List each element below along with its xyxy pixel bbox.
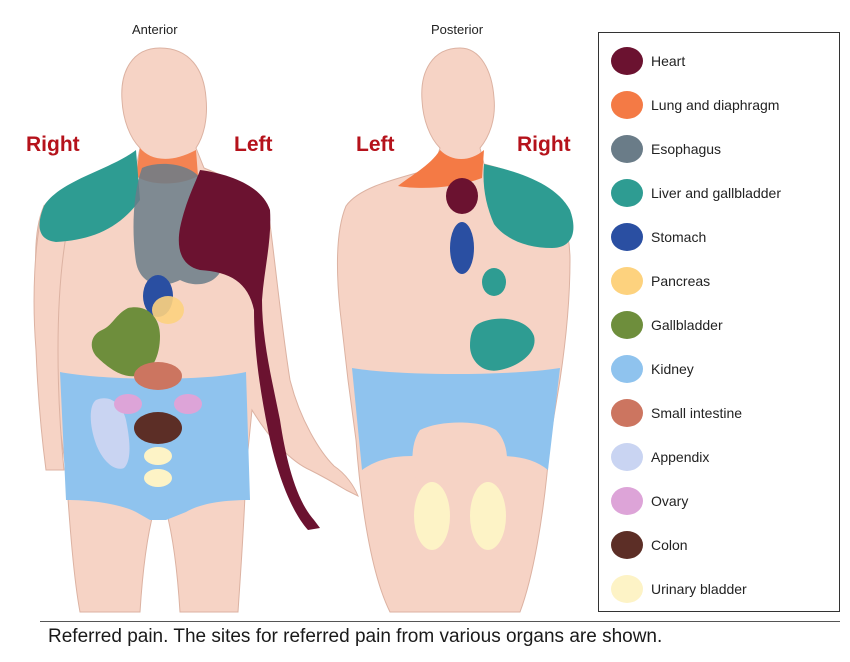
- legend-label: Colon: [651, 537, 688, 553]
- legend-swatch: [611, 91, 643, 119]
- anterior-left-label: Left: [234, 133, 273, 156]
- anterior-colon-area: [134, 412, 182, 444]
- legend-swatch: [611, 443, 643, 471]
- anterior-bladder-area-1: [144, 447, 172, 465]
- anterior-liver-gallbladder-area: [39, 150, 140, 242]
- legend-label: Pancreas: [651, 273, 711, 289]
- legend-item: Urinary bladder: [611, 572, 836, 606]
- legend-item: Gallbladder: [611, 308, 836, 342]
- legend-item: Esophagus: [611, 132, 836, 166]
- posterior-right-label: Right: [517, 133, 571, 156]
- legend-swatch: [611, 135, 643, 163]
- legend-label: Esophagus: [651, 141, 722, 157]
- posterior-garment: [352, 368, 560, 470]
- legend-item: Lung and diaphragm: [611, 88, 836, 122]
- legend-item: Appendix: [611, 440, 836, 474]
- anterior-gallbladder-area: [91, 307, 160, 377]
- anterior-bladder-area-2: [144, 469, 172, 487]
- legend-swatch: [611, 531, 643, 559]
- legend-label: Appendix: [651, 449, 710, 465]
- legend-item: Pancreas: [611, 264, 836, 298]
- legend-swatch: [611, 267, 643, 295]
- anterior-appendix-area: [90, 398, 130, 469]
- legend-swatch: [611, 355, 643, 383]
- anterior-small-intestine-area: [134, 362, 182, 390]
- posterior-left-label: Left: [356, 133, 395, 156]
- legend-label: Stomach: [651, 229, 707, 245]
- anterior-heart-area: [178, 170, 320, 530]
- legend-item: Heart: [611, 44, 836, 78]
- posterior-bladder-area-left: [414, 482, 450, 550]
- posterior-stomach-area: [450, 222, 474, 274]
- legend-swatch: [611, 223, 643, 251]
- legend-item: Stomach: [611, 220, 836, 254]
- anterior-title: Anterior: [132, 22, 178, 37]
- legend-item: Ovary: [611, 484, 836, 518]
- posterior-liver-large-area: [470, 318, 535, 371]
- posterior-heart-area: [446, 178, 478, 214]
- legend-swatch: [611, 575, 643, 603]
- anterior-pancreas-area: [152, 296, 184, 324]
- caption-rule: [40, 621, 840, 622]
- posterior-title: Posterior: [431, 22, 484, 37]
- legend-swatch: [611, 179, 643, 207]
- legend-label: Gallbladder: [651, 317, 723, 333]
- anterior-ovary-right-area: [114, 394, 142, 414]
- legend-label: Liver and gallbladder: [651, 185, 781, 201]
- posterior-body: [337, 47, 574, 613]
- legend-swatch: [611, 47, 643, 75]
- legend-item: Small intestine: [611, 396, 836, 430]
- legend-label: Urinary bladder: [651, 581, 747, 597]
- figure-caption: Referred pain. The sites for referred pa…: [48, 626, 663, 647]
- legend-label: Heart: [651, 53, 686, 69]
- legend-item: Colon: [611, 528, 836, 562]
- posterior-liver-gallbladder-area: [483, 164, 574, 248]
- legend-label: Kidney: [651, 361, 694, 377]
- posterior-bladder-area-right: [470, 482, 506, 550]
- legend-swatch: [611, 487, 643, 515]
- legend-item: Liver and gallbladder: [611, 176, 836, 210]
- anterior-ovary-left-area: [174, 394, 202, 414]
- posterior-buttocks: [412, 422, 508, 486]
- anterior-body: [33, 47, 359, 613]
- legend-item: Kidney: [611, 352, 836, 386]
- posterior-liver-small-area: [482, 268, 506, 296]
- legend-label: Ovary: [651, 493, 689, 509]
- legend-swatch: [611, 311, 643, 339]
- legend-label: Small intestine: [651, 405, 743, 421]
- anterior-right-label: Right: [26, 133, 80, 156]
- legend-label: Lung and diaphragm: [651, 97, 780, 113]
- anterior-garment: [60, 372, 250, 520]
- legend-swatch: [611, 399, 643, 427]
- anterior-right-arm: [33, 204, 67, 471]
